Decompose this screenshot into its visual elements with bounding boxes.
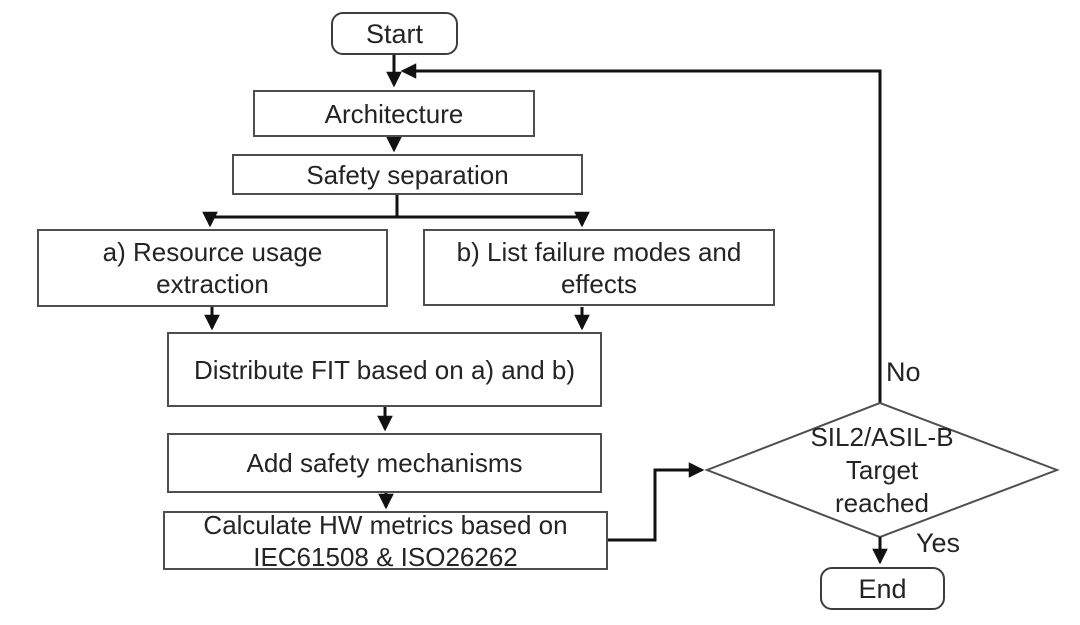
decision-diamond-shape (704, 401, 1060, 539)
node-architecture: Architecture (253, 90, 535, 137)
node-end: End (820, 567, 945, 610)
node-resource-usage-extraction: a) Resource usage extraction (37, 229, 388, 307)
node-calculate-hw-metrics: Calculate HW metrics based on IEC61508 &… (163, 510, 608, 572)
edge-label-no: No (886, 357, 921, 387)
node-add-safety-mechanisms: Add safety mechanisms (167, 433, 602, 493)
node-start: Start (331, 12, 458, 55)
edge-calculate-to-decision (608, 462, 705, 542)
edge-label-yes: Yes (916, 528, 961, 558)
node-safety-separation: Safety separation (232, 154, 583, 195)
edge-no-feedback (400, 63, 882, 403)
node-distribute-fit: Distribute FIT based on a) and b) (167, 332, 602, 407)
node-list-failure-modes: b) List failure modes and effects (423, 229, 775, 306)
